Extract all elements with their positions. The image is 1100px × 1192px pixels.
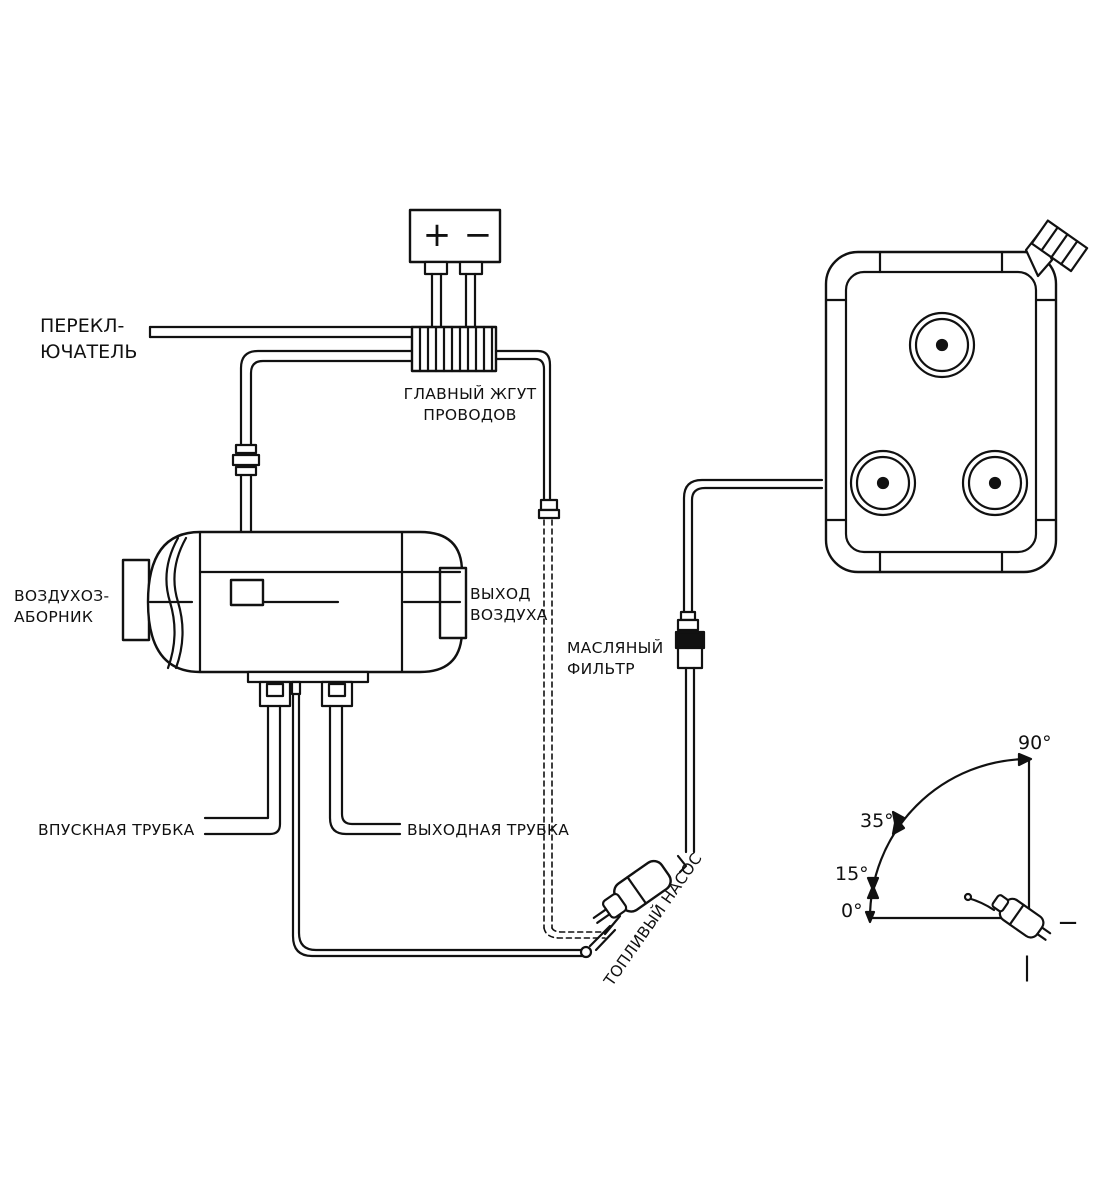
fuel-pump [579, 854, 688, 959]
air-intake-label-line-1: ВОЗДУХОЗ- [14, 587, 110, 605]
fuel-tank [824, 219, 1089, 574]
harness-label: ГЛАВНЫЙ ЖГУТ ПРОВОДОВ [400, 384, 540, 426]
switch-label-line-2: ЮЧАТЕЛЬ [40, 340, 138, 363]
inlet-pipe-label: ВПУСКНАЯ ТРУБКА [38, 821, 195, 839]
oil-filter-label-line-1: МАСЛЯНЫЙ [567, 639, 664, 657]
battery-plus-sign: + [423, 215, 452, 255]
switch-label-line-1: ПЕРЕКЛ- [40, 315, 125, 337]
harness-connector [148, 325, 498, 373]
air-outlet-label-line-2: ВОЗДУХА [470, 605, 548, 624]
pump-plus-terminal: | [1023, 952, 1032, 982]
outlet-pipe-label: ВЫХОДНАЯ ТРУБКА [407, 821, 570, 839]
oil-filter-label-line-2: ФИЛЬТР [567, 659, 635, 678]
heater-bottom-fittings [203, 670, 587, 958]
angle-diagram [864, 752, 1052, 941]
pump-minus-terminal: − [1057, 908, 1079, 938]
harness-label-line-1: ГЛАВНЫЙ ЖГУТ [403, 385, 537, 403]
air-intake-label-line-2: АБОРНИК [14, 607, 94, 626]
harness-label-line-2: ПРОВОДОВ [423, 405, 517, 424]
air-intake-label: ВОЗДУХОЗ- АБОРНИК [14, 586, 109, 628]
harness-to-heater-cable [231, 349, 414, 582]
angle-label-0: 0° [841, 900, 863, 922]
air-outlet-label-line-1: ВЫХОД [470, 585, 531, 603]
battery [408, 208, 502, 329]
tank-fuel-line [676, 478, 824, 632]
battery-minus-sign: − [464, 215, 493, 255]
angle-label-90: 90° [1018, 732, 1052, 754]
oil-filter-label: МАСЛЯНЫЙ ФИЛЬТР [567, 638, 664, 680]
heater-body [121, 530, 468, 674]
air-outlet-label: ВЫХОД ВОЗДУХА [470, 584, 548, 626]
switch-label: ПЕРЕКЛ- ЮЧАТЕЛЬ [40, 314, 137, 365]
harness-to-pump-cable [494, 349, 606, 939]
angle-label-35: 35° [860, 810, 894, 832]
oil-filter [674, 630, 706, 854]
angle-label-15: 15° [835, 863, 869, 885]
